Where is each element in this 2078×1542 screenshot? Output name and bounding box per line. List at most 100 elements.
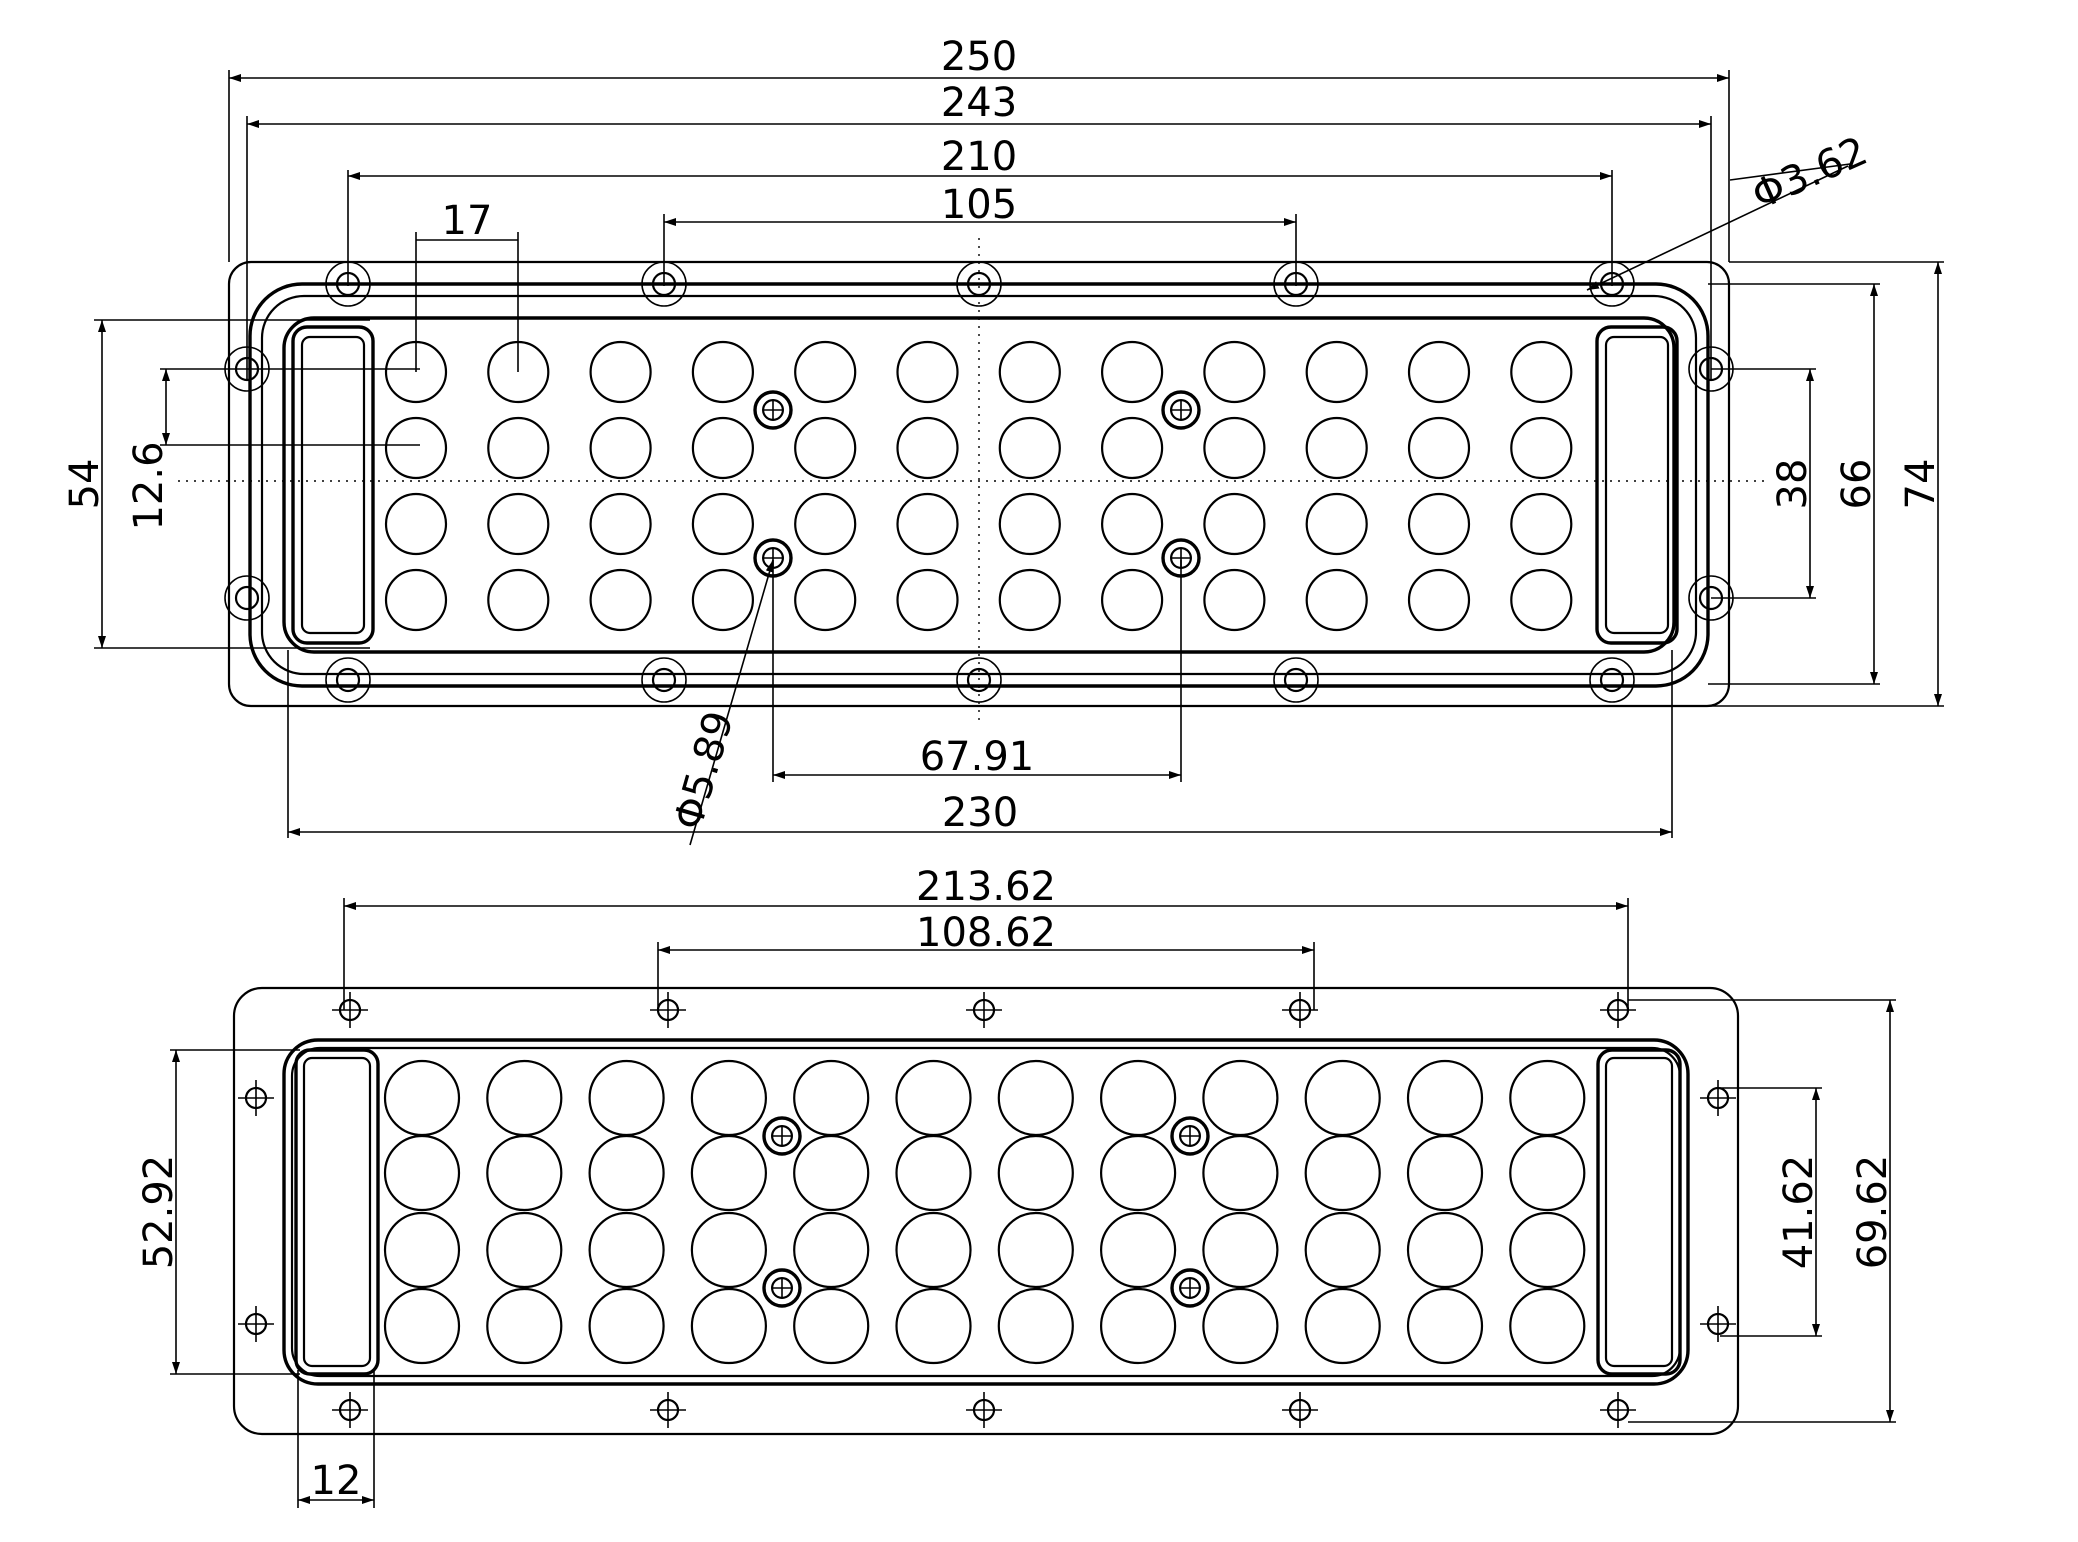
- dim-side-hole-span: 38: [1770, 459, 1816, 510]
- lens-circle: [1202, 1059, 1279, 1137]
- lens-circle: [690, 1134, 768, 1212]
- dim-overall-width: 250: [941, 34, 1017, 80]
- lens-circle: [895, 1134, 972, 1212]
- lens-circle: [998, 416, 1061, 480]
- bottom-left-end-block: [294, 1048, 380, 1376]
- bottom-lens-grid: [383, 1059, 1586, 1365]
- dim-bottom-end-width: 12: [311, 1458, 362, 1504]
- lens-circle: [589, 568, 652, 632]
- bottom-screws: [762, 1116, 1210, 1308]
- lens-circle: [794, 340, 857, 404]
- lens-circle: [589, 340, 652, 404]
- lens-circle: [588, 1134, 665, 1212]
- screw-head: [1170, 1116, 1210, 1156]
- mounting-hole-boss: [641, 657, 687, 703]
- lens-circle: [997, 1211, 1074, 1289]
- lens-circle: [997, 1287, 1074, 1365]
- lens-circle: [1305, 568, 1368, 632]
- mounting-hole-boss: [956, 657, 1002, 703]
- lens-circle: [588, 1059, 665, 1137]
- lens-circle: [691, 340, 755, 404]
- lens-circle: [1407, 568, 1471, 632]
- top-screws: [753, 390, 1201, 578]
- mounting-hole: [966, 667, 992, 693]
- lens-circle: [1406, 1134, 1484, 1212]
- dim-bottom-overall-height: 69.62: [1850, 1155, 1896, 1270]
- lens-circle: [487, 568, 550, 632]
- mounting-hole: [335, 667, 361, 693]
- dim-bottom-side-hole-span: 41.62: [1776, 1155, 1822, 1270]
- lens-circle: [794, 568, 857, 632]
- lens-circle: [998, 492, 1061, 556]
- top-vertical-dimension-lines: [94, 261, 1944, 707]
- lens-circle: [1203, 568, 1266, 632]
- mounting-hole-boss: [224, 575, 270, 621]
- lens-circle: [1406, 1059, 1484, 1137]
- top-lens-frame: [282, 316, 1676, 654]
- mounting-hole: [1599, 667, 1625, 693]
- lens-circle: [896, 568, 959, 632]
- right-end-block-inner: [1604, 335, 1670, 635]
- lens-circle: [794, 492, 857, 556]
- dim-screw-spacing: 67.91: [920, 734, 1035, 780]
- lens-circle: [487, 416, 550, 480]
- lens-circle: [1203, 416, 1266, 480]
- lens-circle: [1305, 492, 1368, 556]
- lens-circle: [383, 1059, 461, 1137]
- lens-circle: [997, 1134, 1074, 1212]
- top-view: 250 243 210 105 17 Φ3.62 Φ5.89 67.91 230…: [62, 34, 1944, 846]
- dim-screw-diameter: Φ5.89: [665, 706, 742, 835]
- lens-circle: [1407, 416, 1471, 480]
- lens-circle: [1509, 1211, 1586, 1289]
- lens-circle: [1099, 1134, 1177, 1212]
- top-dimension-lines: [228, 70, 1851, 846]
- lens-circle: [1509, 1059, 1586, 1137]
- lens-circle: [895, 1287, 972, 1365]
- lens-circle: [383, 1211, 461, 1289]
- lens-circle: [793, 1287, 870, 1365]
- lens-circle: [793, 1211, 870, 1289]
- lens-circle: [895, 1059, 972, 1137]
- bottom-left-end-block-inner: [302, 1056, 372, 1368]
- lens-circle: [895, 1211, 972, 1289]
- lens-circle: [1510, 492, 1573, 556]
- dim-gasket-width: 230: [942, 790, 1018, 836]
- bottom-view: 213.62 108.62 52.92 41.62 69.62 12: [136, 864, 1896, 1508]
- mounting-hole: [651, 667, 677, 693]
- lens-circle: [1509, 1287, 1586, 1365]
- lens-circle: [1510, 340, 1573, 404]
- lens-circle: [997, 1059, 1074, 1137]
- mounting-hole: [234, 585, 260, 611]
- lens-circle: [896, 340, 959, 404]
- lens-circle: [793, 1059, 870, 1137]
- dim-bottom-hole-span: 213.62: [916, 864, 1056, 910]
- lens-circle: [1407, 340, 1471, 404]
- lens-circle: [1305, 416, 1368, 480]
- bottom-lens-frame: [282, 1038, 1690, 1386]
- left-end-block: [291, 325, 375, 645]
- lens-circle: [1304, 1134, 1381, 1212]
- lens-circle: [486, 1211, 563, 1289]
- lens-circle: [793, 1134, 870, 1212]
- dim-bottom-gasket-height: 52.92: [136, 1155, 182, 1270]
- lens-circle: [690, 1059, 768, 1137]
- lens-circle: [998, 340, 1061, 404]
- lens-circle: [588, 1287, 665, 1365]
- screw-head: [1161, 390, 1201, 430]
- mounting-hole: [966, 271, 992, 297]
- lens-circle: [691, 492, 755, 556]
- mounting-hole-boss: [325, 657, 371, 703]
- lens-circle: [794, 416, 857, 480]
- lens-circle: [383, 1287, 461, 1365]
- lens-circle: [486, 1287, 563, 1365]
- bottom-mounting-holes: [238, 992, 1736, 1428]
- lens-circle: [1202, 1287, 1279, 1365]
- lens-circle: [1304, 1211, 1381, 1289]
- lens-circle: [384, 416, 448, 480]
- lens-circle: [1100, 492, 1164, 556]
- lens-circle: [690, 1287, 768, 1365]
- lens-circle: [1406, 1211, 1484, 1289]
- bottom-dimension-lines: [170, 898, 1896, 1508]
- mounting-hole: [1283, 667, 1309, 693]
